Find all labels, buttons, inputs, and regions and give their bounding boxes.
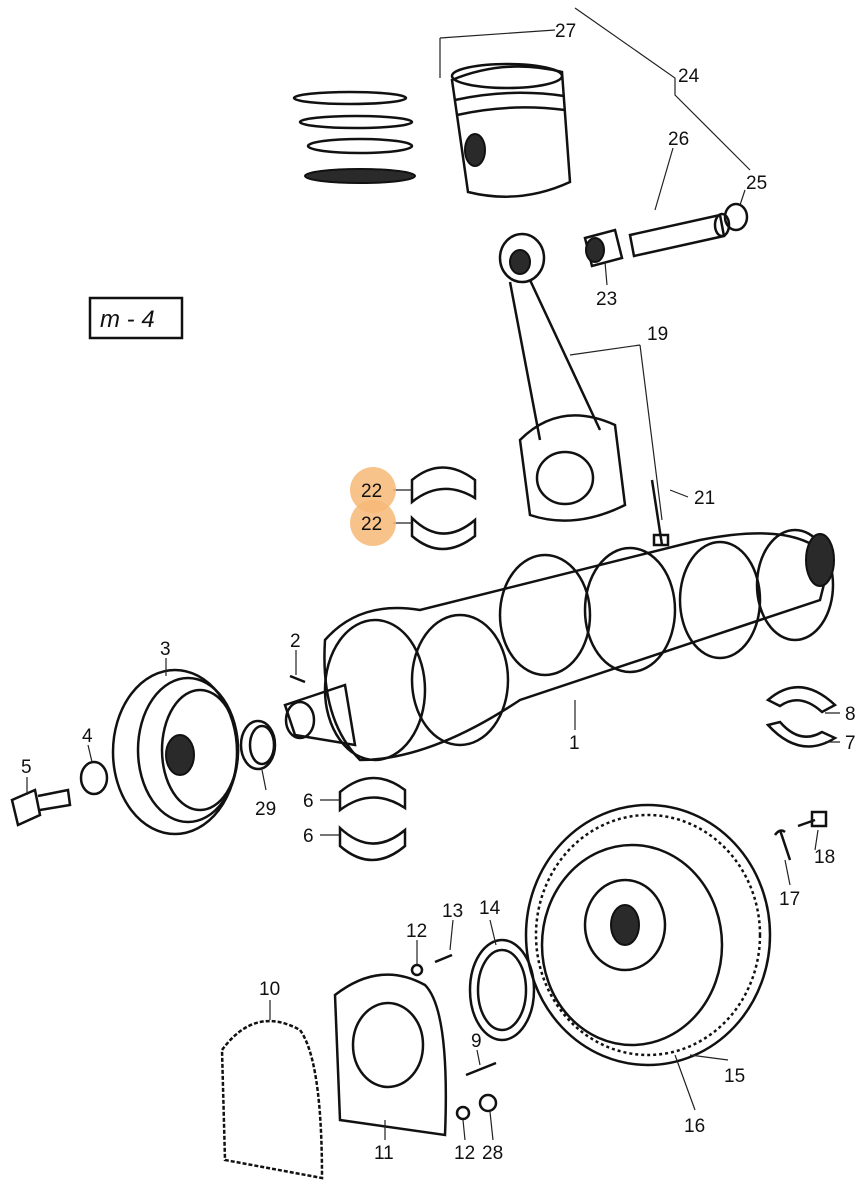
callout-25[interactable]: 25 bbox=[746, 173, 767, 194]
small-end-bush[interactable] bbox=[583, 228, 624, 268]
piston[interactable] bbox=[450, 62, 572, 198]
callout-6-upper[interactable]: 6 bbox=[303, 791, 314, 812]
rear-oil-seal[interactable] bbox=[468, 938, 536, 1042]
piston-rings[interactable] bbox=[292, 90, 416, 184]
connecting-rod[interactable] bbox=[498, 232, 627, 522]
big-end-bearing-shells[interactable] bbox=[410, 466, 477, 551]
circlip[interactable] bbox=[723, 202, 749, 232]
crankshaft-pulley[interactable] bbox=[111, 668, 240, 836]
callout-29[interactable]: 29 bbox=[255, 799, 276, 820]
callout-13[interactable]: 13 bbox=[442, 901, 463, 922]
gasket[interactable] bbox=[220, 1019, 324, 1180]
thrust-washers[interactable] bbox=[765, 686, 838, 748]
callout-16[interactable]: 16 bbox=[684, 1116, 705, 1137]
piston-pin[interactable] bbox=[628, 212, 731, 258]
callout-3[interactable]: 3 bbox=[160, 639, 171, 660]
cover-bolt[interactable] bbox=[434, 953, 453, 964]
front-seal[interactable] bbox=[239, 719, 277, 771]
callout-17[interactable]: 17 bbox=[779, 889, 800, 910]
pulley-bolt[interactable] bbox=[10, 788, 72, 827]
rear-cover[interactable] bbox=[333, 973, 448, 1137]
callout-1[interactable]: 1 bbox=[569, 733, 580, 754]
washer-upper[interactable] bbox=[410, 963, 424, 977]
callout-8[interactable]: 8 bbox=[845, 704, 856, 725]
main-bearing-shells[interactable] bbox=[338, 776, 407, 862]
washer-lower[interactable] bbox=[455, 1105, 471, 1121]
reference-box: m - 4 bbox=[88, 296, 184, 340]
callout-28[interactable]: 28 bbox=[482, 1143, 503, 1164]
callout-22-upper[interactable]: 22 bbox=[361, 481, 382, 502]
callout-27[interactable]: 27 bbox=[555, 21, 576, 42]
nut[interactable] bbox=[478, 1093, 498, 1113]
callout-18[interactable]: 18 bbox=[814, 847, 835, 868]
hotspot-22-lower[interactable] bbox=[350, 500, 396, 546]
callout-19[interactable]: 19 bbox=[647, 324, 668, 345]
crankshaft[interactable] bbox=[283, 528, 835, 762]
callout-11[interactable]: 11 bbox=[374, 1143, 394, 1164]
callout-5[interactable]: 5 bbox=[21, 757, 32, 778]
hotspot-22-upper[interactable] bbox=[350, 467, 396, 513]
callout-15[interactable]: 15 bbox=[724, 1066, 745, 1087]
rod-bolt[interactable] bbox=[650, 479, 670, 547]
callout-24[interactable]: 24 bbox=[678, 66, 700, 87]
callout-21[interactable]: 21 bbox=[694, 488, 715, 509]
callout-6-lower[interactable]: 6 bbox=[303, 826, 314, 847]
callout-9[interactable]: 9 bbox=[471, 1031, 482, 1052]
callout-12-upper[interactable]: 12 bbox=[406, 921, 427, 942]
callout-12-lower[interactable]: 12 bbox=[454, 1143, 475, 1164]
flywheel-bolt[interactable] bbox=[797, 810, 828, 828]
callout-14[interactable]: 14 bbox=[479, 898, 501, 919]
callouts: 27 24 26 25 23 19 21 22 22 2 3 4 5 29 6 … bbox=[21, 21, 856, 1164]
reference-label: m - 4 bbox=[100, 306, 155, 333]
callout-4[interactable]: 4 bbox=[82, 726, 93, 747]
key[interactable] bbox=[289, 674, 306, 684]
callout-23[interactable]: 23 bbox=[596, 289, 617, 310]
callout-26[interactable]: 26 bbox=[668, 129, 689, 150]
lock-plate[interactable] bbox=[773, 829, 792, 861]
washer[interactable] bbox=[79, 760, 109, 796]
callout-2[interactable]: 2 bbox=[290, 631, 301, 652]
callout-7[interactable]: 7 bbox=[845, 733, 856, 754]
dowel-pin[interactable] bbox=[465, 1061, 497, 1077]
flywheel[interactable] bbox=[524, 803, 772, 1067]
leader-lines bbox=[26, 7, 840, 1141]
callout-10[interactable]: 10 bbox=[259, 979, 280, 1000]
callout-22-lower[interactable]: 22 bbox=[361, 514, 382, 535]
